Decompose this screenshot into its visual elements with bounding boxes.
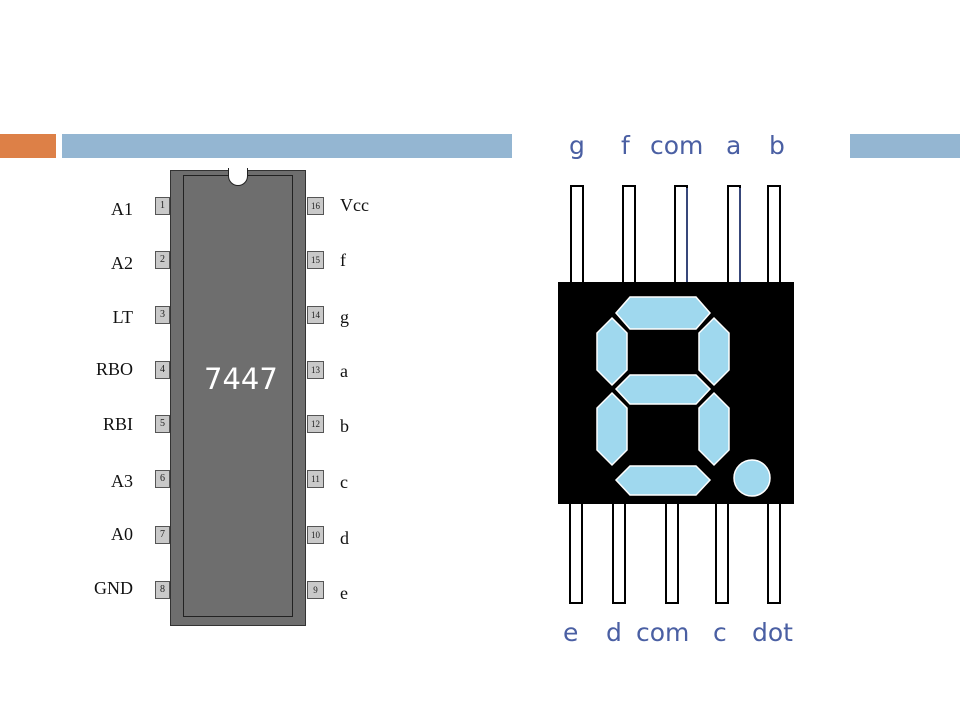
pin-name-f: f — [340, 250, 346, 270]
lead-top-f — [622, 185, 636, 285]
pin-name-d: d — [340, 528, 349, 548]
pin-number-4: 4 — [155, 361, 170, 379]
segment-b — [698, 316, 730, 387]
segment-dot — [733, 459, 771, 497]
lead-bottom-d — [612, 502, 626, 604]
ic-notch — [228, 168, 248, 186]
display-bottom-label-c: c — [713, 618, 727, 647]
segment-c — [698, 391, 730, 467]
pin-name-GND: GND — [94, 578, 133, 598]
pin-name-Vcc: Vcc — [340, 195, 369, 215]
pin-number-11: 11 — [307, 470, 324, 488]
ic-7447-body — [170, 170, 306, 626]
lead-top-g — [570, 185, 584, 285]
pin-name-A2: A2 — [111, 253, 133, 273]
pin-name-A0: A0 — [111, 524, 133, 544]
display-top-label-g: g — [569, 131, 585, 160]
pin-name-b: b — [340, 416, 349, 436]
pin-number-9: 9 — [307, 581, 324, 599]
pin-number-10: 10 — [307, 526, 324, 544]
segment-g — [614, 374, 712, 405]
pin-number-12: 12 — [307, 415, 324, 433]
seven-segment-display — [558, 185, 794, 604]
pin-name-RBO: RBO — [95, 359, 133, 379]
segment-e — [596, 391, 628, 467]
display-top-label-a: a — [726, 131, 742, 160]
pin-name-c: c — [340, 472, 348, 492]
pin-name-A1: A1 — [111, 199, 133, 219]
segment-f — [596, 316, 628, 387]
lead-bottom-c — [715, 502, 729, 604]
display-top-label-f: f — [621, 131, 630, 160]
display-bottom-label-d: d — [606, 618, 622, 647]
lead-bottom-e — [569, 502, 583, 604]
pin-name-a: a — [340, 361, 348, 381]
pin-name-g: g — [340, 307, 349, 327]
display-bottom-label-com: com — [636, 618, 690, 647]
lead-top-com — [674, 185, 688, 285]
accent-bar-orange — [0, 134, 56, 158]
pin-name-LT: LT — [112, 307, 133, 327]
pin-name-A3: A3 — [111, 471, 133, 491]
pin-number-1: 1 — [155, 197, 170, 215]
pin-number-13: 13 — [307, 361, 324, 379]
accent-bar-blue-left — [62, 134, 512, 158]
pin-name-RBI: RBI — [102, 414, 133, 434]
pin-number-6: 6 — [155, 470, 170, 488]
pin-number-2: 2 — [155, 251, 170, 269]
pin-number-14: 14 — [307, 306, 324, 324]
lead-bottom-dot — [767, 502, 781, 604]
segment-d — [614, 465, 712, 496]
pin-number-8: 8 — [155, 581, 170, 599]
pin-number-5: 5 — [155, 415, 170, 433]
display-top-label-b: b — [769, 131, 785, 160]
accent-bar-blue-right — [850, 134, 960, 158]
lead-top-b — [767, 185, 781, 285]
ic-label: 7447 — [204, 362, 278, 396]
pin-number-3: 3 — [155, 306, 170, 324]
display-bottom-label-e: e — [563, 618, 579, 647]
pin-number-16: 16 — [307, 197, 324, 215]
lead-top-a — [727, 185, 741, 285]
pin-name-e: e — [340, 583, 348, 603]
ic-7447-inner-outline — [183, 175, 293, 617]
display-bottom-label-dot: dot — [752, 618, 793, 647]
lead-bottom-com — [665, 502, 679, 604]
segment-a — [615, 296, 711, 330]
pin-number-15: 15 — [307, 251, 324, 269]
display-top-label-com: com — [650, 131, 704, 160]
pin-number-7: 7 — [155, 526, 170, 544]
